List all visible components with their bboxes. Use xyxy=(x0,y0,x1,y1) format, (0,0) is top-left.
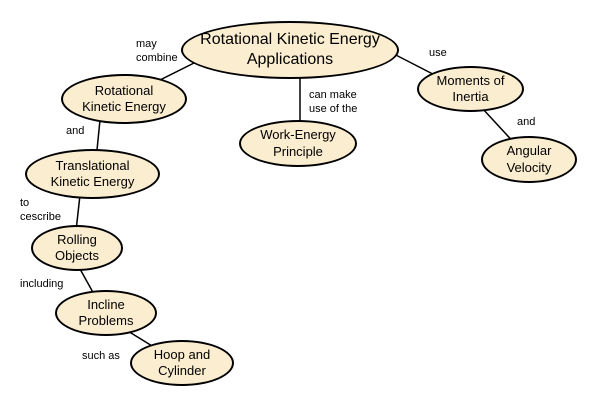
node-angular-velocity-label: Angular Velocity xyxy=(506,143,552,175)
link-including: including xyxy=(20,278,64,290)
node-rotational-ke-label: Rotational Kinetic Energy xyxy=(82,82,166,114)
link-and-2: and xyxy=(517,116,536,128)
node-translational-ke-label: Translational Kinetic Energy xyxy=(50,157,135,189)
link-may-combine: may combine xyxy=(136,38,178,65)
node-rolling-objects: Rolling Objects xyxy=(31,225,123,271)
node-moments-inertia: Moments of Inertia xyxy=(417,66,524,112)
node-moments-inertia-label: Moments of Inertia xyxy=(436,72,505,104)
node-rolling-objects-label: Rolling Objects xyxy=(54,231,100,263)
link-to-describe: to cescribe xyxy=(20,197,61,224)
node-translational-ke: Translational Kinetic Energy xyxy=(25,149,160,199)
node-work-energy-label: Work-Energy Principle xyxy=(260,127,336,159)
link-use: use xyxy=(429,47,447,59)
node-angular-velocity: Angular Velocity xyxy=(481,136,577,183)
node-root-label: Rotational Kinetic Energy Applications xyxy=(200,31,380,68)
node-hoop-cylinder-label: Hoop and Cylinder xyxy=(153,346,211,378)
node-root: Rotational Kinetic Energy Applications xyxy=(181,21,399,79)
node-work-energy: Work-Energy Principle xyxy=(239,120,357,167)
link-and-1: and xyxy=(66,125,85,137)
link-can-make-use: can make use of the xyxy=(309,89,358,116)
node-hoop-cylinder: Hoop and Cylinder xyxy=(130,340,234,386)
node-incline-problems: Incline Problems xyxy=(55,290,157,336)
node-rotational-ke: Rotational Kinetic Energy xyxy=(61,74,187,124)
node-incline-problems-label: Incline Problems xyxy=(78,296,134,328)
link-such-as: such as xyxy=(82,350,120,362)
